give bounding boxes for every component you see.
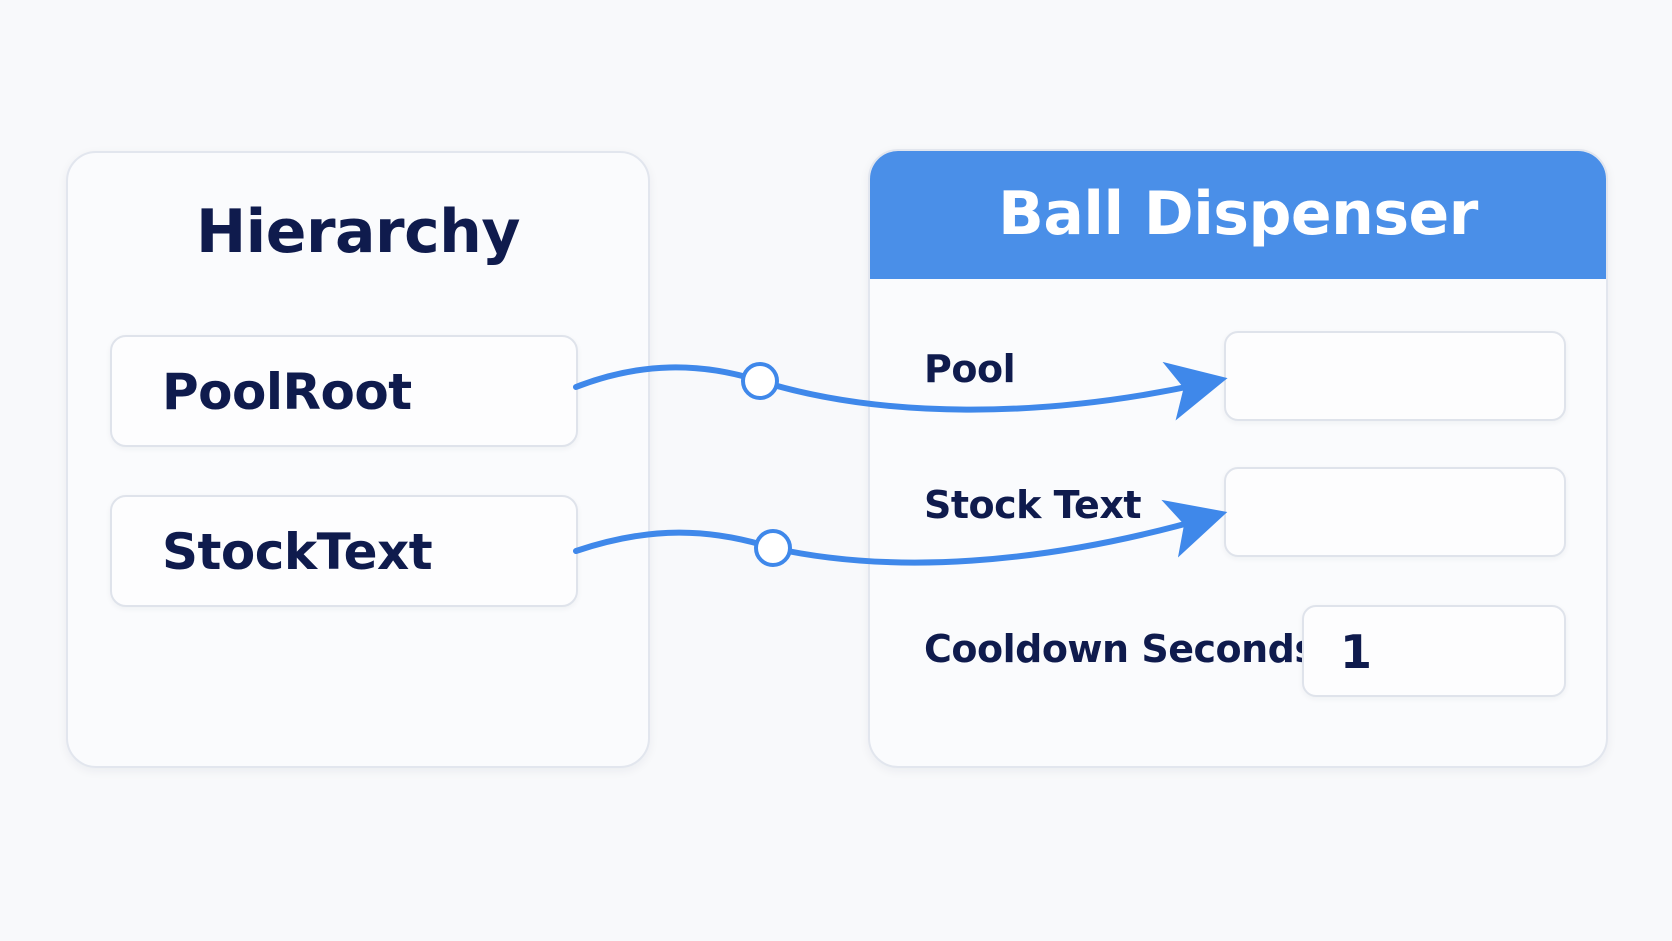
hierarchy-title: Hierarchy — [195, 197, 521, 267]
component-panel: Ball Dispenser Pool Stock Text Cooldown … — [868, 149, 1608, 768]
field-label-stock-text: Stock Text — [924, 483, 1142, 527]
hierarchy-item-label: StockText — [162, 523, 433, 581]
connector-line-poolroot — [573, 361, 1228, 421]
connector-line-stocktext — [573, 499, 1228, 566]
field-label-cooldown-seconds: Cooldown Seconds — [924, 627, 1317, 671]
hierarchy-item-label: PoolRoot — [162, 363, 412, 421]
pool-reference-field[interactable] — [1224, 331, 1566, 421]
component-header: Ball Dispenser — [870, 151, 1606, 279]
connector-handle-stocktext[interactable] — [754, 529, 792, 567]
cooldown-seconds-value: 1 — [1340, 625, 1373, 679]
stock-text-reference-field[interactable] — [1224, 467, 1566, 557]
hierarchy-panel: Hierarchy PoolRoot StockText — [66, 151, 650, 768]
component-title: Ball Dispenser — [998, 179, 1478, 249]
poolroot-to-pool-connector — [573, 361, 1228, 421]
stocktext-to-stock-text-connector — [573, 499, 1228, 567]
cooldown-seconds-input[interactable]: 1 — [1302, 605, 1566, 697]
hierarchy-item-poolroot[interactable]: PoolRoot — [110, 335, 578, 447]
hierarchy-item-stocktext[interactable]: StockText — [110, 495, 578, 607]
field-label-pool: Pool — [924, 347, 1016, 391]
connector-handle-poolroot[interactable] — [741, 362, 779, 400]
